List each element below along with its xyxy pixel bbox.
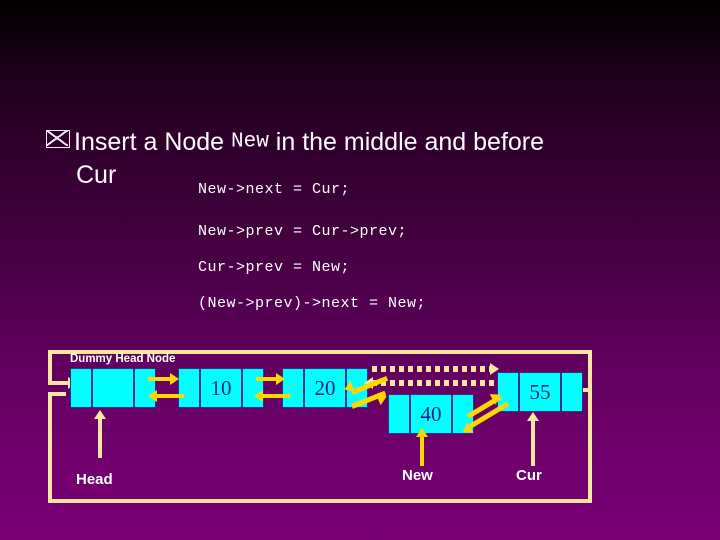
head-label: Head: [76, 471, 113, 488]
head-pointer-arrow: [94, 410, 106, 419]
node-10-data-cell: [200, 368, 242, 408]
code-line-1: New->next = Cur;: [198, 181, 351, 198]
frame-right-vline: [588, 390, 592, 503]
new-pointer-arrow: [416, 428, 428, 437]
node-dummy-prev-cell: [70, 368, 92, 408]
node-55-next-cell: [561, 372, 583, 412]
old-link-20-next-arrow: [490, 363, 499, 375]
link-20-next-to-new-arrow: [376, 390, 389, 406]
wrap-left-vline: [48, 350, 52, 384]
cur-label: Cur: [516, 467, 542, 484]
node-10-next-cell: [242, 368, 264, 408]
cur-pointer-arrow: [527, 412, 539, 421]
cur-pointer-line: [531, 420, 535, 466]
link-20-prev-line: [262, 394, 290, 398]
link-10-next-arrow: [276, 373, 285, 385]
head-pointer-line: [98, 418, 102, 458]
frame-bottom-line: [48, 499, 592, 503]
bullet-title-row: Insert a Node New in the middle and befo…: [46, 126, 676, 159]
title-line-2: Cur: [76, 161, 117, 189]
title-part-2: in the middle and before: [268, 128, 545, 156]
node-10: 10: [178, 368, 264, 408]
node-dummy-next-cell: [134, 368, 156, 408]
linked-list-diagram: 10 20 40 55: [0, 336, 720, 536]
link-10-next-line: [256, 377, 280, 381]
link-20-prev-arrow: [254, 390, 263, 402]
frame-left-vline: [48, 392, 52, 503]
old-link-55-prev-dotted: [372, 380, 494, 386]
node-40-value: 40: [420, 402, 442, 426]
wrap-left-hline: [48, 381, 70, 385]
wrap-top-line: [48, 350, 592, 354]
title-part-1: Insert a Node: [74, 128, 232, 156]
node-20-data-cell: [304, 368, 346, 408]
node-40-new: 40: [388, 394, 474, 434]
link-10-prev-arrow: [148, 390, 157, 402]
node-55-data-cell: [519, 372, 561, 412]
link-dummy-next-arrow: [170, 373, 179, 385]
node-55-prev-cell: [497, 372, 519, 412]
link-10-prev-line: [156, 394, 184, 398]
node-40-prev-cell: [388, 394, 410, 434]
code-line-3: Cur->prev = New;: [198, 259, 351, 276]
node-55-value: 55: [529, 380, 551, 404]
wrap-right-inner-vline: [588, 350, 592, 390]
node-55-cur: 55: [497, 372, 583, 412]
node-20-value: 20: [314, 376, 336, 400]
code-line-2: New->prev = Cur->prev;: [198, 223, 408, 240]
node-40-data-cell: [410, 394, 452, 434]
new-label: New: [402, 467, 433, 484]
dummy-head-node-label: Dummy Head Node: [70, 353, 176, 365]
envelope-bullet-icon: [46, 129, 70, 148]
code-line-4: (New->prev)->next = New;: [198, 295, 427, 312]
old-link-20-next-dotted: [372, 366, 494, 372]
node-20-prev-cell: [282, 368, 304, 408]
link-dummy-next-line: [148, 377, 174, 381]
frame-left-top-stub: [48, 392, 66, 396]
node-dummy-head: [70, 368, 156, 408]
node-dummy-data-cell: [92, 368, 134, 408]
title-mono-new: New: [231, 130, 269, 154]
new-pointer-line: [420, 436, 424, 466]
node-20: 20: [282, 368, 368, 408]
node-10-prev-cell: [178, 368, 200, 408]
node-10-value: 10: [210, 376, 232, 400]
